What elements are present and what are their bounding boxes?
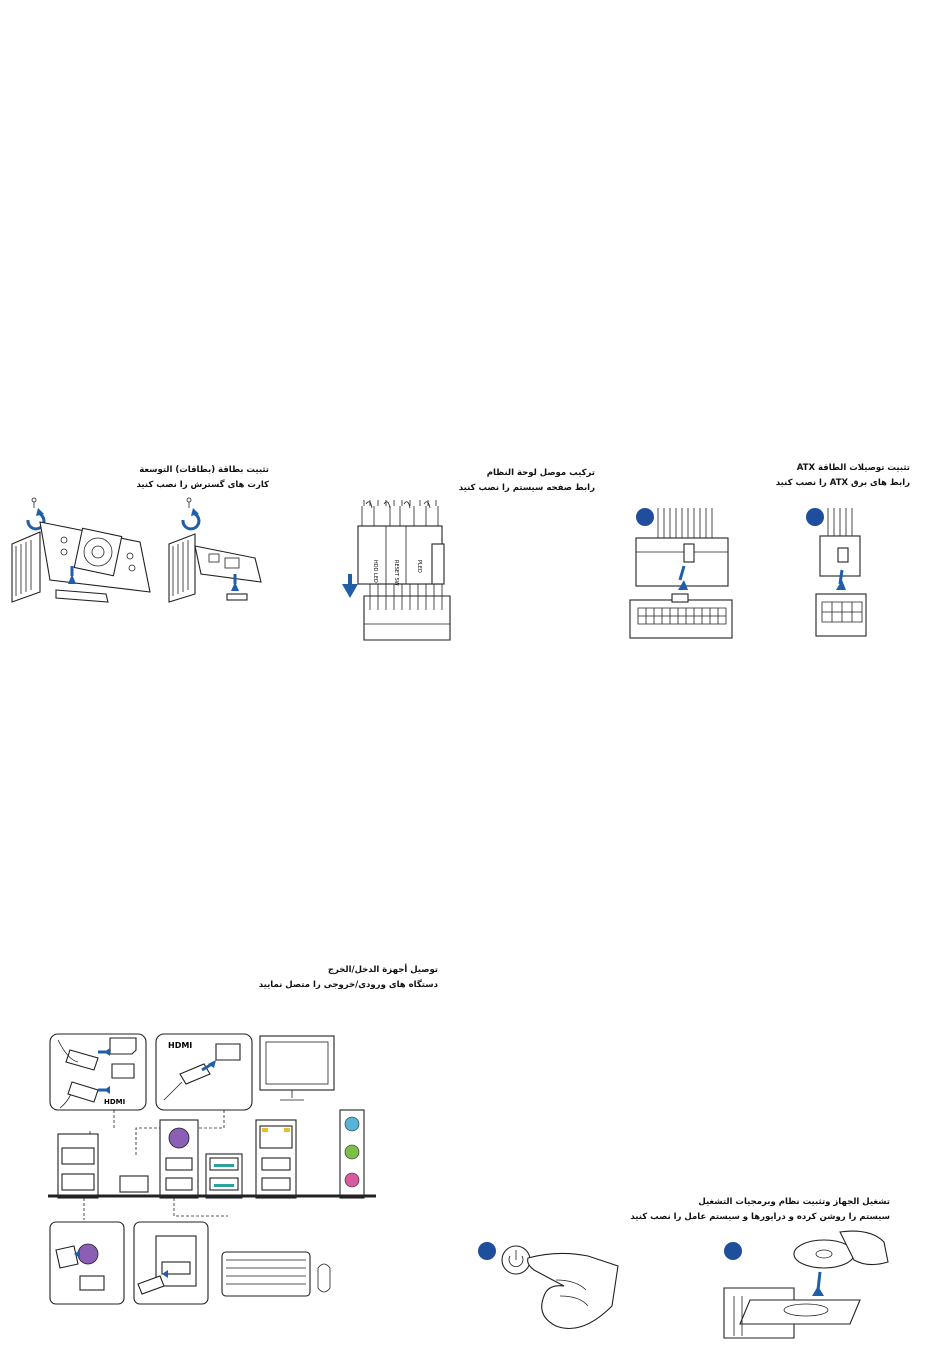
hdmi-logo: HDMI: [168, 1041, 192, 1050]
atx-power-heading: تثبيت توصيلات الطاقة ATX رابط های برق AT…: [776, 461, 910, 491]
boot-title-persian: سیستم را روشن کرده و درایورها و سیستم عا…: [630, 1212, 890, 1222]
hdmi-logo-small: HDMI: [104, 1098, 125, 1106]
atx-8pin-illustration: [815, 508, 867, 637]
audio-mic-icon: [344, 1172, 360, 1188]
power-button-illustration: [501, 1245, 619, 1330]
ps2-port-icon: [168, 1127, 190, 1149]
expansion-card-heading: تثبيت بطاقة (بطاقات) التوسعة کارت های گس…: [137, 463, 270, 493]
boot-title-arabic: تشغيل الجهاز وتثبيت نظام وبرمجيات التشغي…: [698, 1197, 890, 1207]
small-card-illustration: [168, 497, 262, 603]
boot-heading: تشغيل الجهاز وتثبيت نظام وبرمجيات التشغي…: [630, 1195, 890, 1225]
keyboard-icon: [221, 1251, 311, 1297]
panel-connector-heading: تركيب موصل لوحة النظام رابط صفحه سیستم ر…: [459, 466, 595, 496]
audio-line-in-icon: [344, 1116, 360, 1132]
power-title-persian: رابط های برق ATX را نصب کنید: [775, 478, 910, 488]
panel-title-arabic: تركيب موصل لوحة النظام: [486, 468, 595, 478]
step-badge-install: [724, 1242, 742, 1260]
expansion-title-arabic: تثبيت بطاقة (بطاقات) التوسعة: [139, 465, 269, 475]
step-badge-24pin: [636, 508, 654, 526]
monitor-icon: [259, 1035, 335, 1091]
pin-label-reset: RESET SW: [393, 560, 399, 586]
panel-title-persian: رابط صفحه سیستم را نصب کنید: [458, 483, 595, 493]
panel-connector-illustration: HDD LED RESET SW PLED: [342, 500, 451, 641]
atx-24pin-illustration: [629, 508, 733, 639]
pin-label-hdd: HDD LED: [372, 560, 378, 583]
graphics-card-illustration: [11, 497, 151, 603]
mouse-icon: [317, 1263, 331, 1293]
io-devices-heading: توصيل أجهزة الدخل/الخرج دستگاه های ورودی…: [259, 963, 438, 993]
audio-line-out-icon: [344, 1144, 360, 1160]
power-title-arabic: تثبيت توصيلات الطاقة ATX: [796, 463, 910, 473]
io-title-arabic: توصيل أجهزة الدخل/الخرج: [327, 965, 438, 975]
io-devices-illustration: HDMI HDMI: [48, 1033, 376, 1305]
disc-install-illustration: [723, 1230, 889, 1339]
step-badge-8pin: [806, 508, 824, 526]
io-title-persian: دستگاه های ورودی/خروجی را متصل نمایید: [258, 980, 438, 990]
pin-label-pled: PLED: [416, 560, 422, 573]
expansion-title-persian: کارت های گسترش را نصب کنید: [136, 480, 270, 490]
disc-icon: [793, 1239, 855, 1269]
step-badge-power: [478, 1242, 496, 1260]
